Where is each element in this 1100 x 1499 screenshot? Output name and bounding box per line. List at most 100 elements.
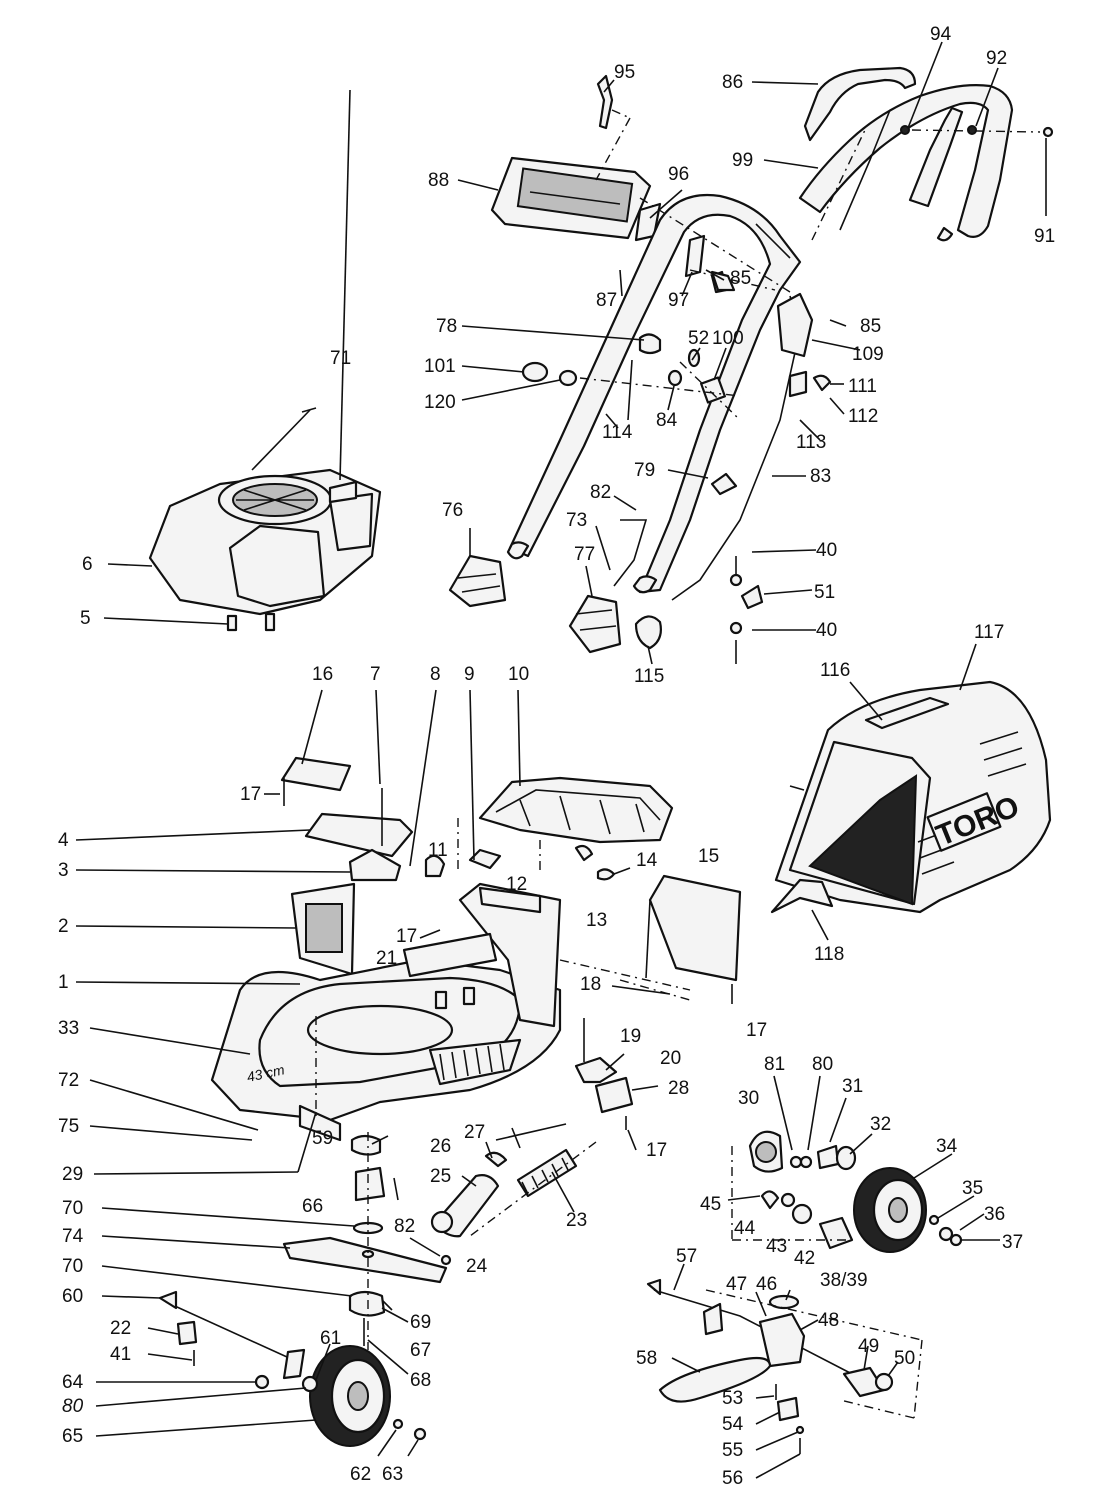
callout-38-39: 38/39 [820,1270,868,1291]
upper-handle [798,66,1054,242]
callout-58: 58 [636,1348,657,1369]
grass-catcher: TORO [770,680,1052,914]
callout-17-d: 17 [646,1140,667,1161]
callout-54: 54 [722,1414,744,1435]
callout-111: 111 [848,376,877,397]
callout-41: 41 [110,1344,131,1365]
callout-84: 84 [656,410,678,431]
callout-118: 118 [814,944,844,965]
callout-30: 30 [738,1088,759,1109]
rear-right-wheel-assembly [731,1130,963,1253]
callout-17-a: 17 [240,784,261,805]
callout-100: 100 [712,328,744,349]
lower-handle [506,194,802,594]
callout-50: 50 [894,1348,915,1369]
mower-deck: 43 cm [210,854,562,1142]
callout-86: 86 [722,72,743,93]
deck-accessories [280,756,414,976]
callout-55: 55 [722,1440,743,1461]
callout-115: 115 [634,666,664,687]
callout-49: 49 [858,1336,879,1357]
callout-81: 81 [764,1054,785,1075]
callout-88: 88 [428,170,449,191]
callout-74: 74 [62,1226,84,1247]
callout-69: 69 [410,1312,431,1333]
callout-78: 78 [436,316,457,337]
callout-76: 76 [442,500,463,521]
callout-35: 35 [962,1178,983,1199]
callout-26: 26 [430,1136,451,1157]
callout-40-a: 40 [816,540,837,561]
callout-27: 27 [464,1122,485,1143]
callout-44: 44 [734,1218,756,1239]
callout-16: 16 [312,664,333,685]
callout-70-a: 70 [62,1198,83,1219]
callout-3: 3 [58,860,69,881]
callout-42: 42 [794,1248,815,1269]
callout-4: 4 [58,830,69,851]
callout-85-a: 85 [730,268,751,289]
callout-25: 25 [430,1166,451,1187]
callout-24: 24 [466,1256,488,1277]
callout-48: 48 [818,1310,839,1331]
callout-71: 71 [330,348,351,369]
grass-bag-indicator [490,156,662,242]
callout-leaders [75,41,1047,1479]
front-left-wheel [254,1345,427,1447]
callout-7: 7 [370,664,381,685]
callout-12: 12 [506,874,527,895]
callout-53: 53 [722,1388,743,1409]
callout-17-b: 17 [396,926,417,947]
callout-45: 45 [700,1194,721,1215]
callout-109: 109 [852,344,884,365]
callout-37: 37 [1002,1232,1023,1253]
callout-67: 67 [410,1340,431,1361]
callout-28: 28 [668,1078,689,1099]
callout-72: 72 [58,1070,79,1091]
height-adjust-lever-19-28 [574,1018,634,1130]
callout-2: 2 [58,916,69,937]
callout-79: 79 [634,460,655,481]
callout-77: 77 [574,544,595,565]
callout-83: 83 [810,466,831,487]
callout-62: 62 [350,1464,371,1485]
side-deflector-15 [559,874,742,1004]
callout-43: 43 [766,1236,787,1257]
cable-control-83 [671,292,832,601]
gearbox-assembly [646,1278,923,1454]
callout-96: 96 [668,164,689,185]
callout-82-b: 82 [394,1216,415,1237]
callout-56: 56 [722,1468,743,1489]
latch-95 [595,74,631,181]
callout-87: 87 [596,290,617,311]
callout-11: 11 [428,840,448,861]
handle-brackets [448,270,738,654]
callout-116: 116 [820,660,850,681]
callout-113: 113 [796,432,826,453]
callout-80-b: 80 [62,1396,84,1417]
callout-80-a: 80 [812,1054,833,1075]
callout-64: 64 [62,1372,84,1393]
callout-82-a: 82 [590,482,611,503]
callout-15: 15 [698,846,719,867]
engine [148,407,382,632]
callout-70-b: 70 [62,1256,83,1277]
callout-6: 6 [82,554,93,575]
callout-5: 5 [80,608,91,629]
callout-40-b: 40 [816,620,837,641]
callout-18: 18 [580,974,601,995]
callout-34: 34 [936,1136,958,1157]
callout-57: 57 [676,1246,697,1267]
callout-17-c: 17 [746,1020,767,1041]
callout-91: 91 [1034,226,1055,247]
callout-32: 32 [870,1114,891,1135]
callout-23: 23 [566,1210,587,1231]
callout-51: 51 [814,582,835,603]
callout-47: 47 [726,1274,747,1295]
callout-95: 95 [614,62,635,83]
callout-60: 60 [62,1286,83,1307]
callout-1: 1 [58,972,69,993]
deck-size-marking: 43 cm [245,1061,286,1085]
callout-8: 8 [430,664,441,685]
